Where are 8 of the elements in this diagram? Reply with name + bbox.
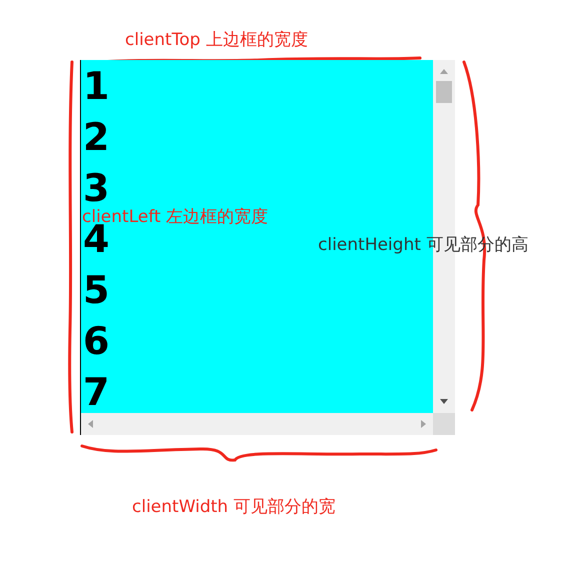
line-number: 5 — [83, 268, 110, 312]
line-number: 6 — [83, 319, 110, 363]
line-number: 1 — [83, 64, 110, 108]
annotation-label: clientWidth 可见部分的宽 — [132, 496, 336, 518]
annotation-label: clientTop 上边框的宽度 — [125, 29, 308, 51]
line-number: 7 — [83, 370, 110, 414]
line-number: 3 — [83, 166, 110, 210]
line-number: 2 — [83, 115, 110, 159]
